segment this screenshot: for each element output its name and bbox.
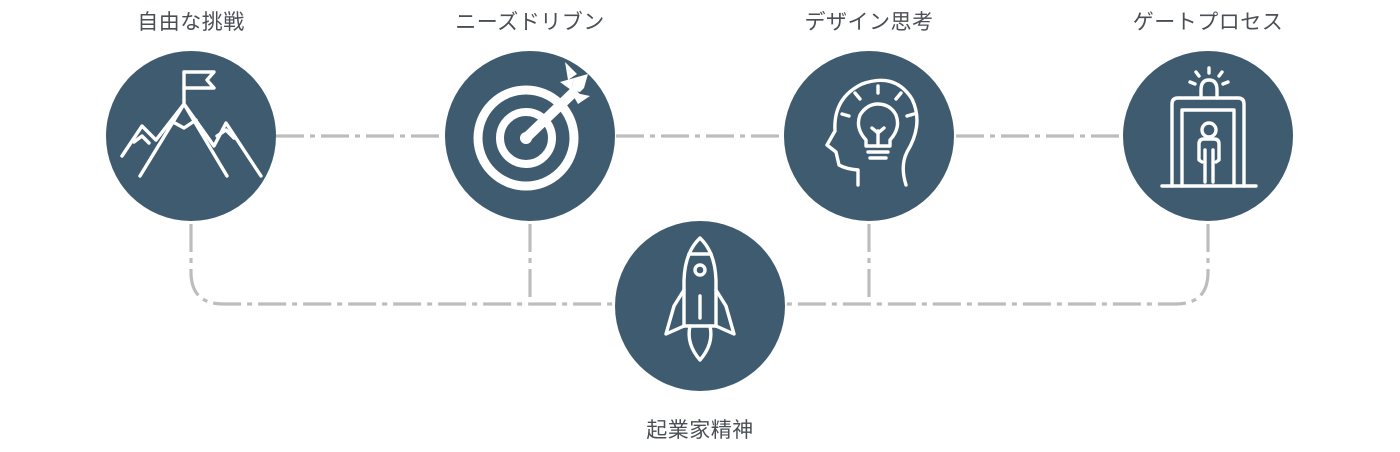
- node-label-needs-driven: ニーズドリブン: [455, 10, 605, 34]
- node-entrepreneurship: [615, 221, 785, 391]
- target-arrow-icon: [473, 62, 590, 191]
- connectors: [189, 134, 1210, 306]
- node-free-challenge: [106, 51, 276, 221]
- mountain-flag-icon: [120, 70, 263, 178]
- node-label-entrepreneurship: 起業家精神: [646, 418, 754, 442]
- connector-free-to-entrepreneurship: [189, 224, 615, 306]
- security-gate-icon: [1160, 66, 1258, 188]
- node-gate-process: [1123, 51, 1293, 221]
- connector-gate-to-entrepreneurship: [785, 224, 1210, 306]
- node-design-thinking: [784, 51, 954, 221]
- node-label-gate-process: ゲートプロセス: [1132, 10, 1284, 34]
- node-needs-driven: [445, 51, 615, 221]
- rocket-icon: [664, 236, 736, 362]
- node-circle: [106, 51, 276, 221]
- node-label-design-thinking: デザイン思考: [804, 10, 934, 34]
- node-label-free-challenge: 自由な挑戦: [137, 10, 245, 34]
- node-circle: [784, 51, 954, 221]
- head-lightbulb-icon: [825, 78, 919, 187]
